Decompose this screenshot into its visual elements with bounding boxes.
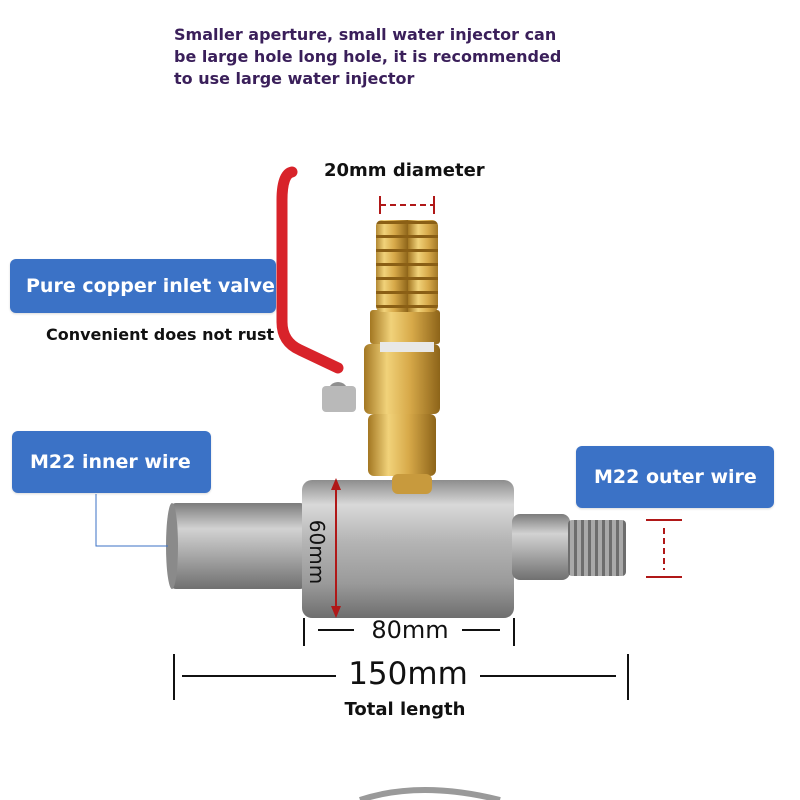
note-line-3: to use large water injector [174,69,415,88]
total-length-label: Total length [344,699,466,720]
inlet-valve-subtitle: Convenient does not rust [46,325,275,344]
inner-wire-label: M22 inner wire [12,431,211,493]
outer-wire-neck [512,514,570,580]
note-line-2: be large hole long hole, it is recommend… [174,47,562,66]
note-line-1: Smaller aperture, small water injector c… [174,25,557,44]
total-length-dimension: 150mm [348,656,468,692]
main-body [302,480,514,618]
outer-wire-label: M22 outer wire [576,446,774,508]
valve-body [364,344,440,414]
hose-barb [376,220,438,312]
valve-handle [276,166,344,374]
inlet-valve-label-text: Pure copper inlet valve [26,275,275,297]
inner-wire-tube [170,503,306,589]
body-length-dimension: 80mm [371,616,449,644]
recommendation-note: Smaller aperture, small water injector c… [174,24,594,90]
outer-thread [568,520,626,576]
outer-wire-label-text: M22 outer wire [594,466,757,488]
height-dimension: 60mm [305,519,329,585]
inlet-valve-label: Pure copper inlet valve [10,259,276,313]
diameter-label: 20mm diameter [324,160,485,181]
inner-wire-label-text: M22 inner wire [30,451,191,473]
